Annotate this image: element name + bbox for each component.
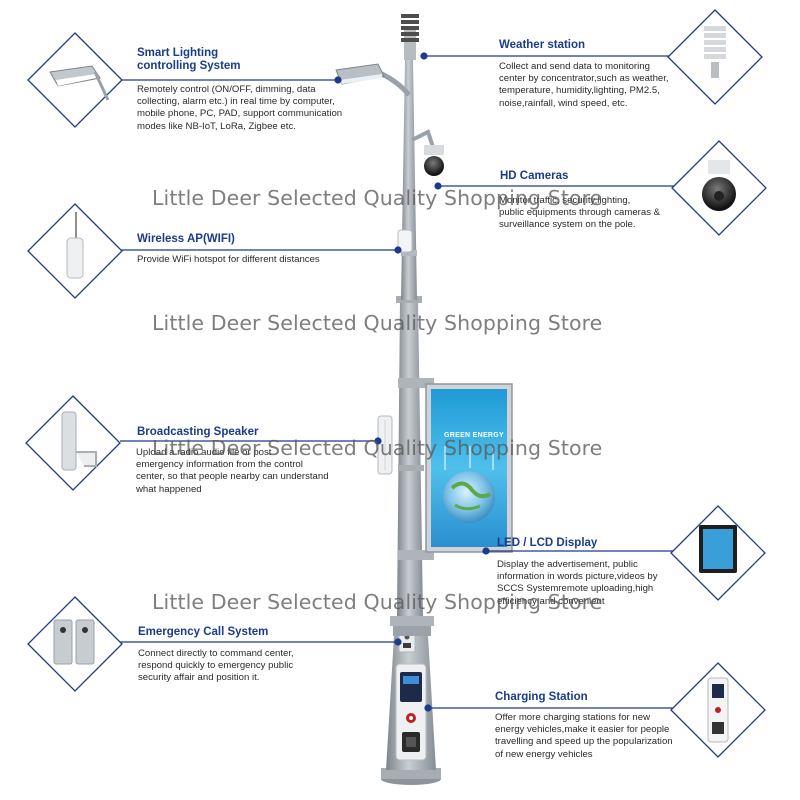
intercom-panel-icon xyxy=(27,596,123,692)
connector-lines xyxy=(120,52,700,712)
smart-lighting-description: Remotely control (ON/OFF, dimming, data … xyxy=(137,84,343,132)
smart-pole xyxy=(335,14,513,785)
led-lcd-display-title: LED / LCD Display xyxy=(497,537,598,549)
watermark-2: Little Deer Selected Quality Shopping St… xyxy=(152,311,603,335)
hd-cameras-description: Monitor traffic, security,lighting, publ… xyxy=(499,195,661,231)
smart-lighting-title-line-2: controlling System xyxy=(137,60,241,72)
hd-cameras-title: HD Cameras xyxy=(500,170,569,182)
broadcasting-speaker-description: Upload a radio audio file or post emerge… xyxy=(136,447,329,495)
wireless-ap-title: Wireless AP(WIFI) xyxy=(137,233,235,245)
smart-lighting-title: Smart Lighting controlling System xyxy=(137,47,241,73)
ev-charger-icon xyxy=(670,662,766,758)
emergency-call-title: Emergency Call System xyxy=(138,626,269,638)
watermark-1: Little Deer Selected Quality Shopping St… xyxy=(152,186,603,210)
weather-sensor-icon xyxy=(667,9,763,105)
broadcasting-speaker-title: Broadcasting Speaker xyxy=(137,426,259,438)
led-lcd-display-description: Display the advertisement, public inform… xyxy=(497,559,658,607)
dome-camera-icon xyxy=(671,140,767,236)
wireless-ap-description: Provide WiFi hotspot for different dista… xyxy=(137,254,320,265)
weather-station-title: Weather station xyxy=(499,39,586,51)
emergency-call-description: Connect directly to command center, resp… xyxy=(138,648,294,684)
watermark-4: Little Deer Selected Quality Shopping St… xyxy=(152,590,603,614)
lcd-monitor-icon xyxy=(670,505,766,601)
display-screen-text: GREEN ENERGY xyxy=(444,432,504,439)
smart-lighting-title-line-1: Smart Lighting xyxy=(137,47,219,59)
weather-station-description: Collect and send data to monitoring cent… xyxy=(499,61,669,109)
street-light-icon xyxy=(27,32,123,128)
charging-station-title: Charging Station xyxy=(495,691,588,703)
wifi-antenna-icon xyxy=(27,203,123,299)
watermark-3: Little Deer Selected Quality Shopping St… xyxy=(152,436,603,460)
charging-station-description: Offer more charging stations for new ene… xyxy=(495,712,673,760)
column-speaker-icon xyxy=(25,395,121,491)
